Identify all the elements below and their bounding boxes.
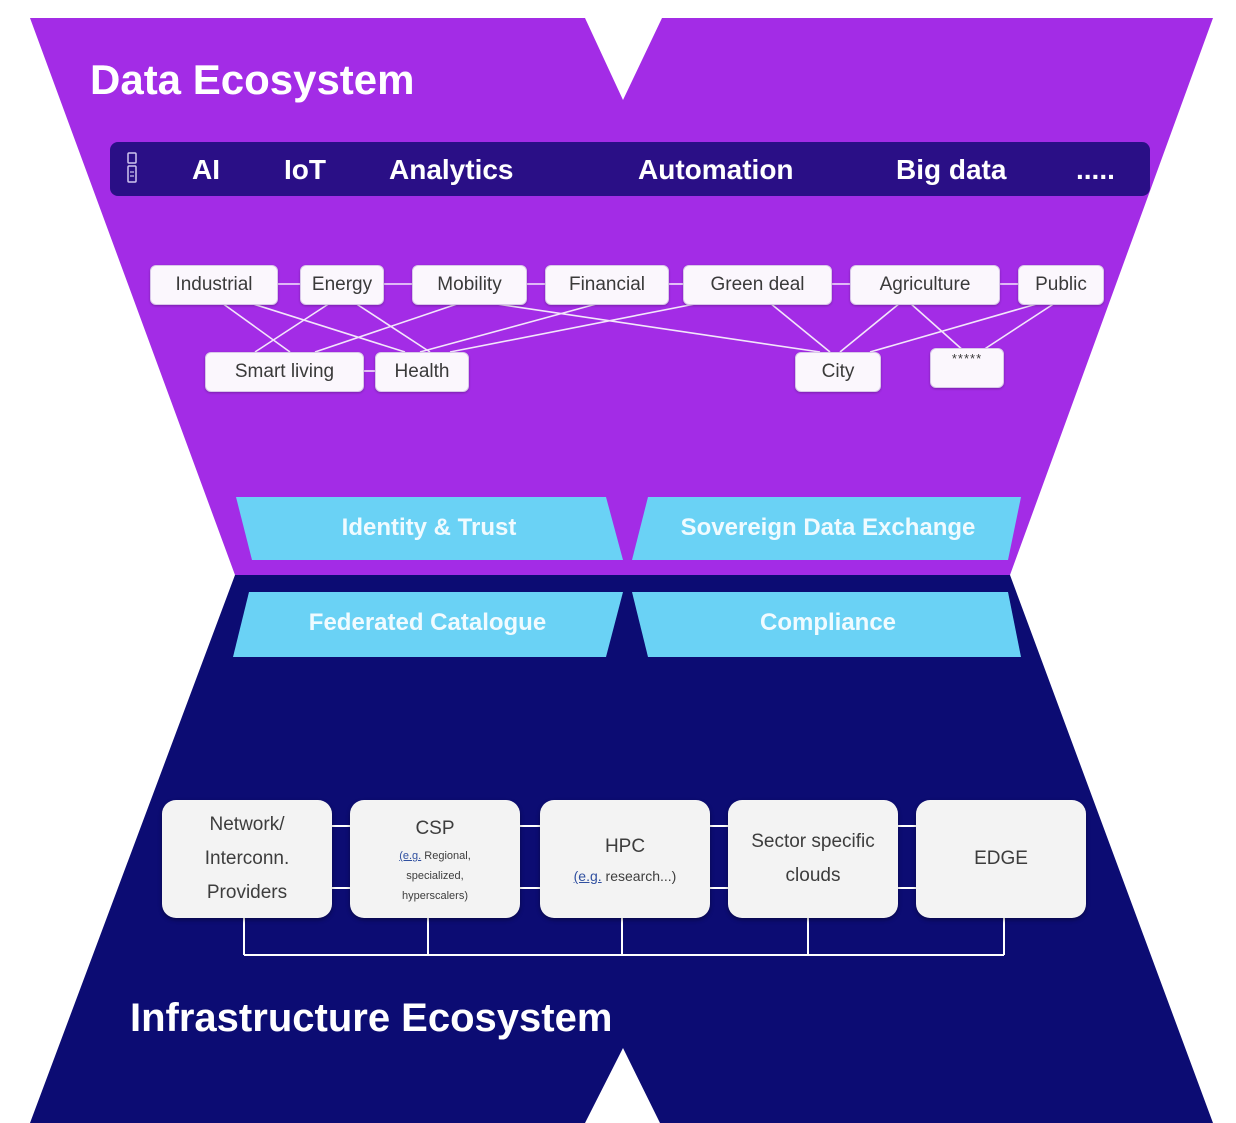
domain-city: City	[795, 352, 881, 392]
infrastructure-connector-lines	[243, 825, 1005, 956]
tech-ai: AI	[192, 154, 220, 185]
domain-public: Public	[1018, 265, 1104, 305]
domain-financial: Financial	[545, 265, 669, 305]
edge-name: EDGE	[974, 848, 1028, 869]
domain-green-deal: Green deal	[683, 265, 832, 305]
tech-analytics: Analytics	[389, 154, 514, 185]
sector-line-2: clouds	[785, 865, 841, 886]
csp-detail-1: (e.g. Regional,	[399, 846, 471, 866]
hpc-detail-text: research...)	[605, 868, 677, 884]
hpc-detail: (e.g. research...)	[574, 864, 677, 888]
compliance-bg	[632, 592, 1021, 657]
technology-bar: AI IoT Analytics Automation Big data ...…	[110, 142, 1150, 196]
csp-eg: (e.g.	[399, 850, 422, 862]
data-ecosystem-title: Data Ecosystem	[90, 56, 415, 103]
identity-trust-bg	[236, 497, 623, 560]
csp-detail-3: hyperscalers)	[401, 890, 469, 902]
network-line-1: Network/	[209, 814, 285, 835]
domain-mobility: Mobility	[412, 265, 527, 305]
csp-box: CSP (e.g. Regional, specialized, hypersc…	[350, 800, 520, 918]
network-line-2: Interconn.	[204, 848, 290, 869]
tech-big-data: Big data	[896, 154, 1007, 185]
federated-catalogue-label: Federated Catalogue	[308, 609, 547, 636]
domain-smart-living: Smart living	[205, 352, 364, 392]
hpc-box: HPC (e.g. research...)	[540, 800, 710, 918]
network-providers-box: Network/ Interconn. Providers	[162, 800, 332, 918]
tech-iot: IoT	[284, 154, 326, 185]
identity-trust-label: Identity & Trust	[341, 514, 517, 541]
tech-more: .....	[1076, 154, 1115, 185]
tech-automation: Automation	[638, 154, 794, 185]
sovereign-data-exchange-label: Sovereign Data Exchange	[680, 514, 976, 541]
domain-connector-lines	[221, 283, 1056, 372]
csp-name: CSP	[415, 818, 455, 839]
domain-agriculture: Agriculture	[850, 265, 1000, 305]
hpc-name: HPC	[604, 836, 646, 857]
federated-catalogue-bg	[233, 592, 623, 657]
csp-detail-2: specialized,	[406, 870, 464, 882]
sector-line-1: Sector specific	[751, 831, 875, 852]
domain-industrial: Industrial	[150, 265, 278, 305]
network-line-3: Providers	[206, 882, 288, 903]
hpc-eg: (e.g.	[573, 868, 602, 884]
domain-energy: Energy	[300, 265, 384, 305]
domain-more: *****	[930, 348, 1004, 388]
domain-health: Health	[375, 352, 469, 392]
device-icon	[127, 152, 137, 183]
edge-box: EDGE	[916, 800, 1086, 918]
compliance-label: Compliance	[759, 609, 897, 636]
sector-clouds-box: Sector specific clouds	[728, 800, 898, 918]
csp-detail-1-text: Regional,	[424, 850, 471, 862]
infrastructure-ecosystem-title: Infrastructure Ecosystem	[130, 996, 613, 1040]
sovereign-data-exchange-bg	[632, 497, 1021, 560]
